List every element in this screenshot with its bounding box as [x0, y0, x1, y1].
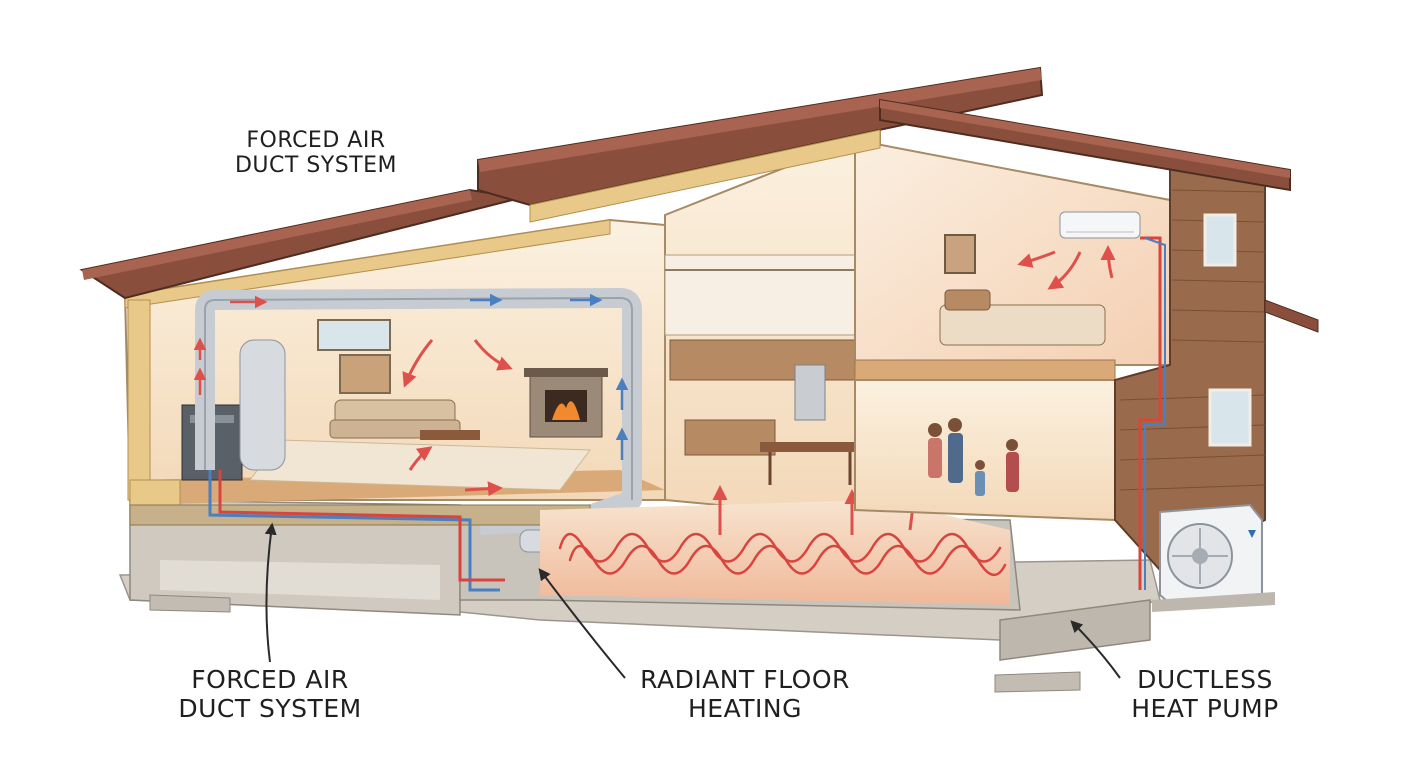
radiant-floor-pipes — [558, 532, 1007, 576]
label-line: DUCTLESS — [1137, 665, 1273, 694]
family-figures-icon — [928, 418, 1019, 496]
roof — [79, 66, 1319, 333]
label-line: FORCED AIR — [246, 128, 386, 153]
right-wing — [854, 138, 1266, 590]
label-line: FORCED AIR — [191, 665, 349, 694]
wall-mounted-ac-icon — [1059, 211, 1141, 239]
kitchen-dining-area — [540, 128, 1010, 605]
leader-lines — [264, 522, 1121, 679]
bed-icon — [939, 289, 1106, 346]
label-line: HEATING — [688, 693, 802, 723]
dining-table-icon — [760, 442, 860, 485]
label-line: DUCT SYSTEM — [178, 693, 362, 723]
living-room-wing — [123, 218, 666, 535]
label-top-forced-air-duct-system: FORCED AIR DUCT SYSTEM — [196, 128, 436, 179]
label-line: HEAT PUMP — [1131, 693, 1279, 723]
label-ductless-heat-pump: DUCTLESS HEAT PUMP — [1090, 665, 1320, 724]
label-radiant-floor-heating: RADIANT FLOOR HEATING — [610, 665, 880, 724]
outdoor-heat-pump-unit-icon — [1152, 503, 1275, 612]
label-forced-air-duct-system: FORCED AIR DUCT SYSTEM — [150, 665, 390, 724]
label-line: RADIANT FLOOR — [640, 665, 850, 694]
fireplace-icon — [524, 368, 608, 438]
label-line: DUCT SYSTEM — [234, 153, 398, 179]
